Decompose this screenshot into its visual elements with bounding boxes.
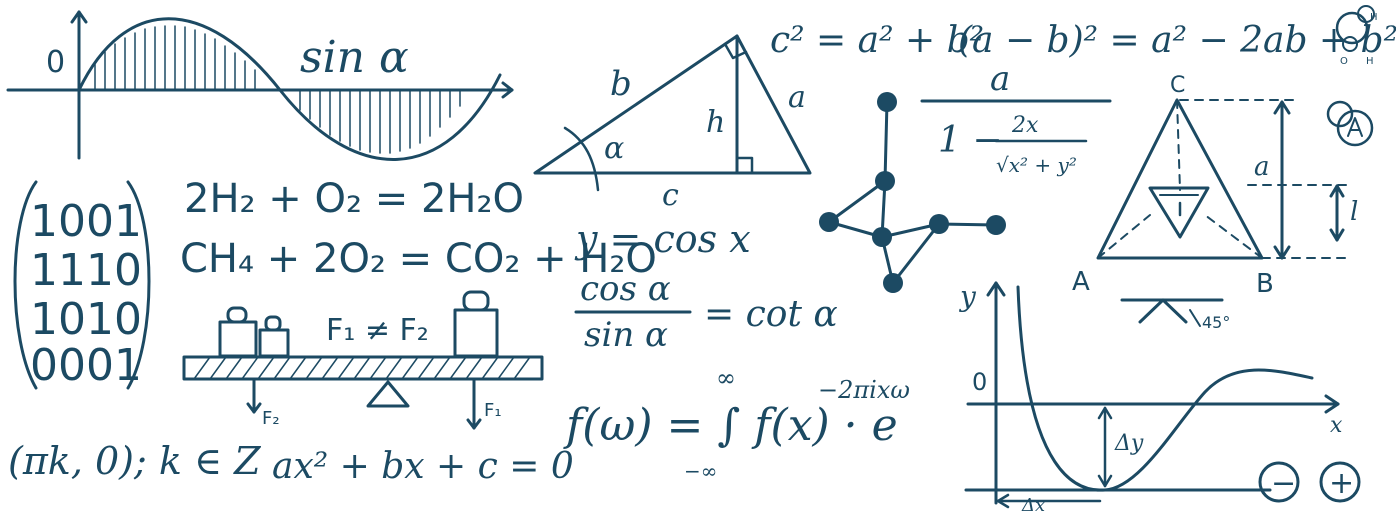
svg-text:H: H	[1366, 56, 1374, 67]
sine-y-arrow	[70, 10, 88, 24]
fourier-transform: f(ω) = ∫ f(x) · e −2πixω ∞ −∞	[563, 364, 910, 483]
length-l-label: l	[1350, 197, 1358, 227]
nested-fraction: a 1 − 2x √x² + y²	[920, 59, 1112, 177]
cos-formula: y = cos x	[574, 217, 751, 261]
node	[986, 215, 1006, 235]
matrix-right-bracket	[126, 180, 151, 390]
matrix-left-bracket	[13, 180, 38, 390]
balance-fulcrum	[366, 380, 410, 408]
delta-x-label: Δx	[1021, 495, 1045, 511]
height-a-label: a	[1254, 152, 1270, 182]
matrix-row: 1010	[30, 294, 142, 345]
pythagorean-formula: c² = a² + b²	[770, 20, 984, 61]
curve-zero-label: 0	[972, 368, 987, 396]
matrix-row: 0001	[30, 340, 142, 391]
right-triangle: b a h c α	[533, 34, 812, 213]
fraction-denominator-left: 1 −	[938, 120, 1003, 161]
curve-line	[1016, 285, 1314, 492]
side-c-label: c	[662, 178, 679, 213]
right-angle-mark-top	[723, 42, 748, 60]
inner-numerator: 2x	[1011, 113, 1039, 138]
water-molecule-icon: H O H	[1335, 5, 1378, 67]
minus-sign: −	[1271, 466, 1296, 501]
sine-zero-label: 0	[46, 45, 65, 80]
inner-denominator: √x² + y²	[996, 153, 1077, 177]
sine-x-arrow	[501, 81, 514, 99]
plus-sign: +	[1329, 466, 1354, 501]
angle-alpha-label: α	[604, 131, 624, 166]
node	[883, 273, 903, 293]
weight-small-2	[258, 328, 290, 358]
force-f2-label: F₂	[262, 408, 280, 429]
force-f1-label: F₁	[484, 400, 502, 421]
atom-icon	[1326, 100, 1374, 147]
pik-formula: (πk, 0); k ∈ Z	[8, 439, 261, 483]
node	[819, 212, 839, 232]
fourier-formula: f(ω) = ∫ f(x) · e	[563, 400, 898, 451]
pyramid-diagram: C A B a l 45°	[1072, 73, 1358, 332]
node	[929, 214, 949, 234]
beam-hatching	[193, 356, 531, 380]
node	[877, 92, 897, 112]
potential-curve-graph: y x 0 Δy Δx	[958, 280, 1343, 511]
angle-45-label: 45°	[1202, 313, 1230, 332]
svg-text:H: H	[1370, 12, 1378, 23]
square-formula: (a − b)² = a² − 2ab + b²	[958, 20, 1396, 61]
chem-equation-2: CH₄ + 2O₂ = CO₂ + H₂O	[180, 236, 657, 282]
weight-small-1	[218, 320, 258, 358]
delta-y-label: Δy	[1114, 431, 1144, 456]
matrix-row: 1001	[30, 196, 142, 247]
angle-notch	[1138, 298, 1188, 324]
right-angle-mark-base	[735, 156, 754, 175]
balance-beam	[182, 355, 544, 381]
curve-y-label: y	[958, 280, 977, 313]
cot-rhs: = cot α	[704, 294, 838, 335]
balance-scale: F₁ ≠ F₂ F₂ F₁	[182, 290, 544, 430]
matrix-row: 1110	[30, 245, 142, 296]
node	[872, 227, 892, 247]
sine-label: sin α	[300, 32, 409, 83]
node	[875, 171, 895, 191]
cot-denominator: sin α	[584, 315, 668, 355]
weight-large	[453, 308, 499, 358]
integral-lower-limit: −∞	[684, 459, 717, 483]
binary-matrix: 1001 1110 1010 0001	[13, 180, 151, 391]
height-h-label: h	[706, 105, 725, 140]
side-b-label: b	[610, 64, 632, 104]
pyramid-outline	[1096, 98, 1264, 260]
sine-curve	[77, 17, 502, 161]
sine-hatching	[94, 25, 461, 154]
minus-circle	[1258, 461, 1300, 503]
fraction-numerator: a	[990, 59, 1010, 99]
alpha-arc	[563, 126, 600, 192]
quadratic-formula: ax² + bx + c = 0	[272, 446, 574, 487]
inner-triangle	[1148, 186, 1210, 239]
fourier-exponent: −2πixω	[818, 376, 910, 404]
weight-small-1-knob	[226, 306, 248, 324]
cot-numerator: cos α	[580, 269, 671, 309]
vertex-b-label: B	[1256, 269, 1274, 299]
weight-small-2-knob	[264, 315, 282, 332]
vertex-c-label: C	[1170, 73, 1185, 98]
svg-text:O: O	[1340, 56, 1348, 67]
chem-equation-1: 2H₂ + O₂ = 2H₂O	[184, 176, 524, 222]
force-inequality: F₁ ≠ F₂	[326, 313, 429, 348]
curve-x-label: x	[1330, 413, 1343, 438]
molecule-graph	[819, 92, 1006, 293]
weight-large-knob	[462, 290, 490, 312]
sine-graph: 0 sin α	[6, 10, 514, 161]
vertex-a-label: A	[1072, 267, 1090, 297]
plus-circle	[1319, 461, 1361, 503]
integral-upper-limit: ∞	[716, 364, 736, 392]
side-a-label: a	[788, 80, 806, 115]
triangle-outline	[533, 34, 812, 175]
